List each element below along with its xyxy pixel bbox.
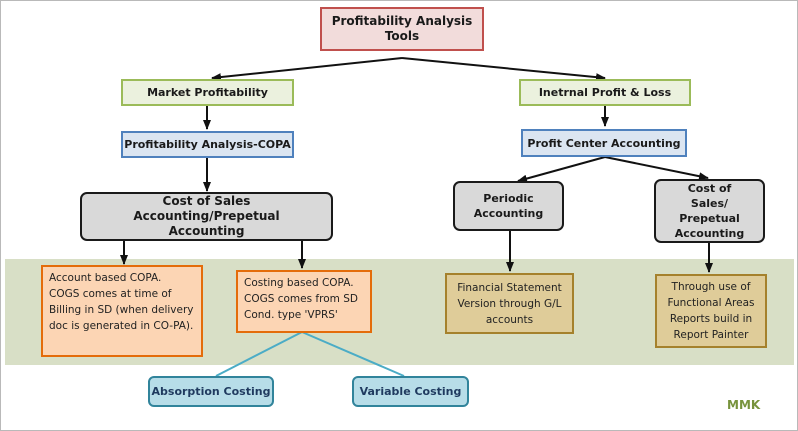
root-label: Profitability Analysis Tools	[331, 14, 473, 43]
periodic-accounting-node: Periodic Accounting	[453, 181, 564, 231]
note-account-based-copa: Account based COPA. COGS comes at time o…	[41, 265, 203, 357]
absorption-costing-label: Absorption Costing	[151, 385, 271, 398]
variable-costing-label: Variable Costing	[359, 385, 462, 398]
note-functional-areas: Through use of Functional Areas Reports …	[655, 274, 767, 348]
profit-center-label: Profit Center Accounting	[527, 136, 681, 150]
watermark: MMK	[727, 398, 761, 412]
cost-of-sales-perpetual-label: Cost of Sales/ Prepetual Accounting	[674, 182, 745, 240]
cost-of-sales-node: Cost of Sales Accounting/Prepetual Accou…	[80, 192, 333, 241]
root-node: Profitability Analysis Tools	[320, 7, 484, 51]
internal-pl-node: Inetrnal Profit & Loss	[519, 79, 691, 106]
note-costing-based-copa: Costing based COPA. COGS comes from SD C…	[236, 270, 372, 333]
profit-center-node: Profit Center Accounting	[521, 129, 687, 157]
arrow-root-to-internal	[401, 57, 606, 82]
market-profitability-node: Market Profitability	[121, 79, 294, 106]
cost-of-sales-perpetual-node: Cost of Sales/ Prepetual Accounting	[654, 179, 765, 243]
arrow-pca-to-costsales-right	[604, 156, 709, 181]
note-functional-areas-text: Through use of Functional Areas Reports …	[667, 281, 755, 341]
copa-node: Profitability Analysis-COPA	[121, 131, 294, 158]
arrow-root-to-market	[211, 57, 403, 82]
market-profitability-label: Market Profitability	[147, 86, 268, 99]
branch-to-absorption	[215, 331, 303, 377]
absorption-costing-node: Absorption Costing	[148, 376, 274, 407]
note-costing-based-copa-text: Costing based COPA. COGS comes from SD C…	[244, 277, 358, 321]
cost-of-sales-label: Cost of Sales Accounting/Prepetual Accou…	[133, 194, 280, 238]
periodic-accounting-label: Periodic Accounting	[473, 192, 544, 220]
copa-label: Profitability Analysis-COPA	[124, 138, 291, 151]
note-account-based-copa-text: Account based COPA. COGS comes at time o…	[49, 272, 194, 332]
note-financial-statement: Financial Statement Version through G/L …	[445, 273, 574, 334]
variable-costing-node: Variable Costing	[352, 376, 469, 407]
arrow-pca-to-periodic	[517, 156, 606, 183]
note-financial-statement-text: Financial Statement Version through G/L …	[457, 281, 562, 326]
internal-pl-label: Inetrnal Profit & Loss	[538, 86, 672, 99]
branch-to-variable	[301, 331, 405, 377]
